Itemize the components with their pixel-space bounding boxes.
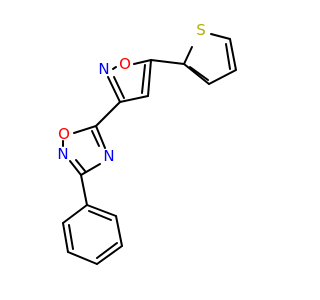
- atom-label-n-oxadiazole-right: N: [103, 147, 114, 165]
- bond-ph-c2-c3-inner: [68, 224, 74, 250]
- atom-label-n-oxadiazole-left: N: [57, 145, 68, 163]
- bond-c3-n4: [80, 163, 101, 176]
- bond-ph-c6-c1-inner: [88, 210, 112, 221]
- atom-label-s1: S: [196, 21, 206, 39]
- bond-n-c3-inner: [113, 76, 125, 99]
- molecule-structure-canvas: S O N O N N: [57, 21, 237, 265]
- bond-c2-c3: [183, 63, 210, 85]
- bond-ph-c2-c3: [62, 222, 69, 253]
- bond-c4-c5-inner: [141, 64, 146, 94]
- bond-c4-c5: [147, 59, 152, 97]
- isoxazole-ring: [107, 59, 185, 103]
- bond-n-c3: [107, 76, 121, 103]
- oxadiazole-ring: [62, 125, 106, 176]
- atom-label-o-isoxazole: O: [119, 55, 131, 73]
- bond-ph-c5-c6: [115, 215, 123, 247]
- phenyl-ring: [62, 174, 123, 265]
- bond-ph-c1-c2: [62, 204, 88, 224]
- bond-c3-c4: [208, 69, 237, 85]
- atom-label-o-oxadiazole: O: [58, 125, 70, 143]
- bond-c4-c5: [229, 38, 237, 71]
- bond-c4-c5-inner: [225, 43, 231, 70]
- thiophene-ring: [183, 33, 237, 85]
- bond-c5-o1: [73, 125, 97, 134]
- bond-ph-c3-c4: [67, 251, 98, 265]
- bond-s-c2: [183, 46, 193, 65]
- atom-labels: S O N O N N: [57, 21, 205, 165]
- bond-n2-c3: [69, 160, 82, 176]
- bond-o-n: [112, 66, 117, 70]
- bond-c5-s: [210, 33, 231, 40]
- bond-n4-c5-inner: [91, 130, 100, 147]
- molecule-structure: S O N O N N: [57, 21, 237, 265]
- bond-c5-o: [133, 59, 152, 65]
- bond-c3-c4: [119, 95, 149, 103]
- bond-n2-c3-inner: [75, 159, 86, 172]
- bond-thienyl-isoxazole: [150, 59, 185, 65]
- bond-ph-c4-c5: [96, 245, 123, 265]
- bond-c2-c3-inner: [189, 66, 209, 81]
- bond-n4-c5: [95, 125, 106, 149]
- bond-ph-c4-c5-inner: [96, 242, 118, 259]
- bond-oxadiazole-phenyl: [80, 174, 88, 206]
- atom-label-n-isoxazole: N: [98, 60, 109, 78]
- bond-isoxazole-oxadiazole: [95, 101, 121, 127]
- bond-ph-c6-c1: [86, 204, 117, 217]
